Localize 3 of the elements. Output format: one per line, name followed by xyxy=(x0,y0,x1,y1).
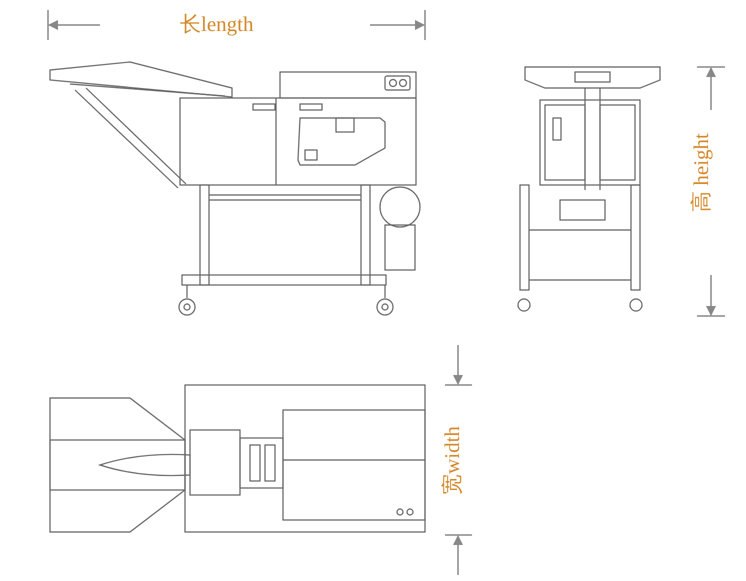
height-dimension-label: 高 height xyxy=(690,133,712,212)
length-dimension-label: 长length xyxy=(180,14,254,35)
width-dimension-label: 宽width xyxy=(442,426,463,495)
